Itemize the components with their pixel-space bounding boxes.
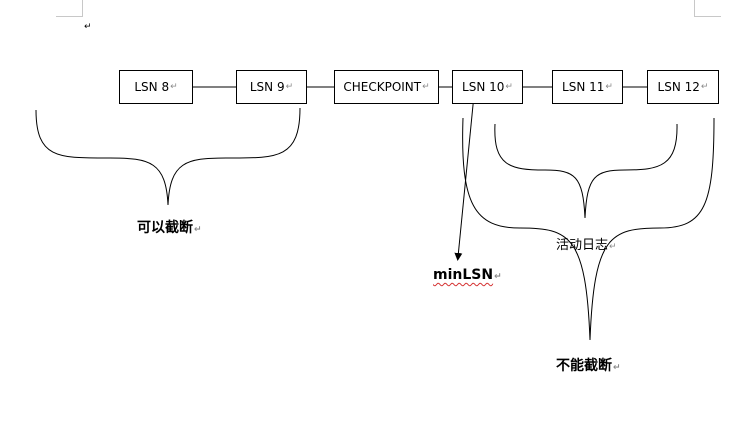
paragraph-mark: ↵	[422, 82, 430, 92]
lsn-12-box: LSN 12↵	[647, 70, 719, 104]
page-corner-mark-right	[694, 0, 721, 17]
minlsn-text: minLSN	[433, 267, 494, 283]
paragraph-mark: ↵	[609, 242, 617, 252]
lsn-11-label: LSN 11	[562, 80, 605, 94]
lsn-10-box: LSN 10↵	[452, 70, 523, 104]
active-log-text: 活动日志	[556, 238, 609, 253]
lsn-10-label: LSN 10	[462, 80, 505, 94]
lsn-8-box: LSN 8↵	[119, 70, 193, 104]
paragraph-mark: ↵	[194, 225, 202, 235]
lsn-9-box: LSN 9↵	[236, 70, 307, 104]
lsn-8-label: LSN 8	[134, 80, 170, 94]
minlsn-label: minLSN↵	[433, 267, 502, 283]
paragraph-mark-top: ↵	[84, 22, 92, 32]
lsn-12-label: LSN 12	[657, 80, 700, 94]
paragraph-mark: ↵	[494, 272, 502, 282]
brace-can-truncate	[35, 107, 301, 206]
paragraph-mark: ↵	[700, 82, 709, 92]
paragraph-mark: ↵	[505, 82, 513, 92]
cannot-truncate-text: 不能截断	[556, 358, 612, 374]
page-corner-mark-left	[56, 0, 83, 17]
active-log-label: 活动日志↵	[556, 234, 617, 253]
cannot-truncate-label: 不能截断↵	[556, 355, 621, 375]
lsn-11-box: LSN 11↵	[552, 70, 623, 104]
paragraph-mark: ↵	[285, 82, 294, 92]
minlsn-arrow	[454, 94, 475, 261]
paragraph-mark: ↵	[170, 82, 178, 92]
can-truncate-text: 可以截断	[137, 220, 193, 236]
paragraph-mark: ↵	[605, 82, 613, 92]
can-truncate-label: 可以截断↵	[137, 217, 202, 237]
brace-cannot-truncate	[462, 117, 715, 341]
checkpoint-label: CHECKPOINT	[343, 80, 422, 94]
paragraph-mark: ↵	[613, 363, 621, 373]
brace-active-log	[494, 123, 678, 219]
checkpoint-box: CHECKPOINT↵	[334, 70, 439, 104]
lsn-9-label: LSN 9	[249, 80, 285, 94]
